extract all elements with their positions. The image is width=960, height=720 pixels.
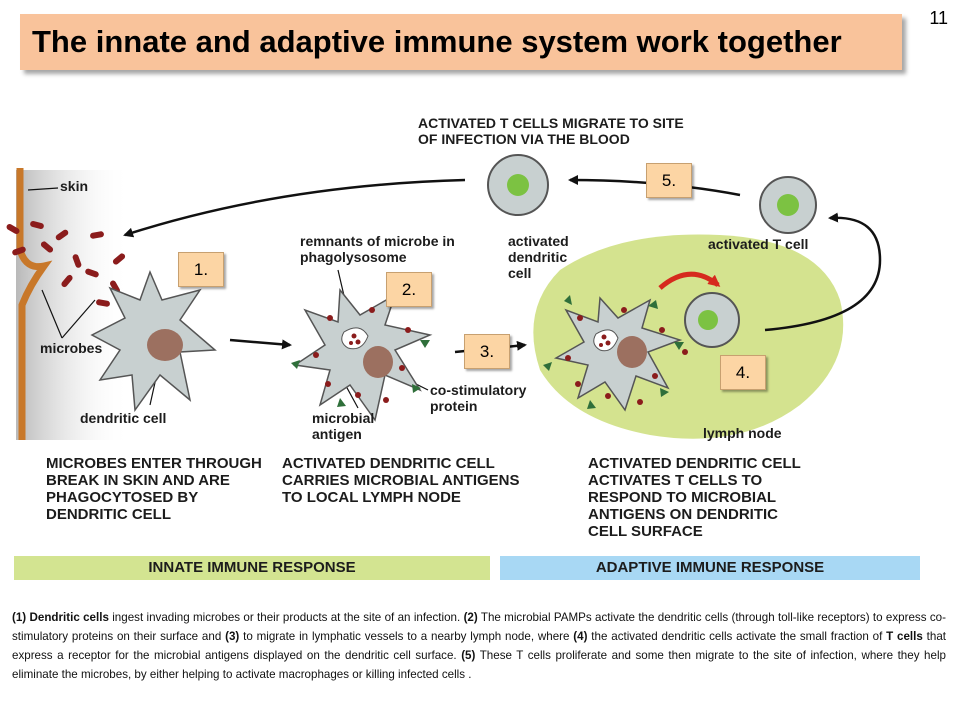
desc-text-5: These T cells proliferate and some then …	[12, 649, 946, 681]
desc-num-3: (3)	[225, 630, 240, 643]
label-activated-dc: activated dendritic cell	[508, 233, 569, 281]
t-cell-in-lymph-node	[684, 292, 740, 348]
desc-bold-dendritic: Dendritic cells	[29, 611, 109, 624]
desc-text-1: ingest invading microbes or their produc…	[108, 611, 464, 624]
label-dendritic-cell: dendritic cell	[80, 410, 167, 426]
dendritic-cell-2	[291, 288, 433, 422]
step-marker-4: 4.	[720, 355, 766, 390]
title-banner: The innate and adaptive immune system wo…	[20, 14, 902, 70]
label-activated-t-cell: activated T cell	[708, 236, 809, 252]
description-paragraph: (1) Dendritic cells ingest invading micr…	[12, 608, 946, 684]
step-marker-2: 2.	[386, 272, 432, 307]
desc-bold-tcells: T cells	[886, 630, 923, 643]
skin-tissue	[16, 168, 130, 440]
arrow-proliferate	[764, 212, 882, 332]
caption-step2: ACTIVATED DENDRITIC CELL CARRIES MICROBI…	[282, 455, 520, 506]
desc-text-4: the activated dendritic cells activate t…	[587, 630, 887, 643]
step-marker-3: 3.	[464, 334, 510, 369]
desc-num-4: (4)	[573, 630, 588, 643]
top-caption: ACTIVATED T CELLS MIGRATE TO SITE OF INF…	[418, 115, 684, 147]
microbes-cluster	[6, 220, 126, 307]
desc-num-2: (2)	[463, 611, 478, 624]
desc-text-3: to migrate in lymphatic vessels to a nea…	[239, 630, 574, 643]
activation-arrow	[658, 271, 721, 290]
label-microbial-antigen: microbial antigen	[312, 410, 375, 442]
desc-text-4b: that express a receptor for the microbia…	[12, 630, 946, 662]
desc-num-5: (5)	[461, 649, 476, 662]
label-skin: skin	[60, 178, 89, 194]
activated-t-cell	[759, 176, 817, 234]
caption-step3: ACTIVATED DENDRITIC CELL ACTIVATES T CEL…	[588, 455, 801, 540]
slide-title: The innate and adaptive immune system wo…	[32, 24, 842, 59]
desc-text-2: The microbial PAMPs activate the dendrit…	[12, 611, 946, 643]
arrow-to-infection-site	[123, 178, 466, 238]
slide-number: 11	[929, 8, 948, 28]
arrow-step1-to-2	[229, 338, 292, 350]
label-costim-protein: co-stimulatory protein	[430, 382, 527, 414]
migrating-t-cell	[487, 154, 549, 216]
dendritic-cell-1	[90, 269, 217, 413]
label-microbes: microbes	[40, 340, 103, 356]
adaptive-response-band: ADAPTIVE IMMUNE RESPONSE	[500, 556, 920, 580]
activated-dendritic-cell	[543, 295, 688, 412]
step-marker-1: 1.	[178, 252, 224, 287]
label-remnants: remnants of microbe in phagolysosome	[300, 233, 455, 265]
desc-num-1: (1)	[12, 611, 27, 624]
label-lymph-node: lymph node	[703, 425, 782, 441]
innate-response-band: INNATE IMMUNE RESPONSE	[14, 556, 490, 580]
caption-step1: MICROBES ENTER THROUGH BREAK IN SKIN AND…	[46, 455, 262, 523]
step-marker-5: 5.	[646, 163, 692, 198]
